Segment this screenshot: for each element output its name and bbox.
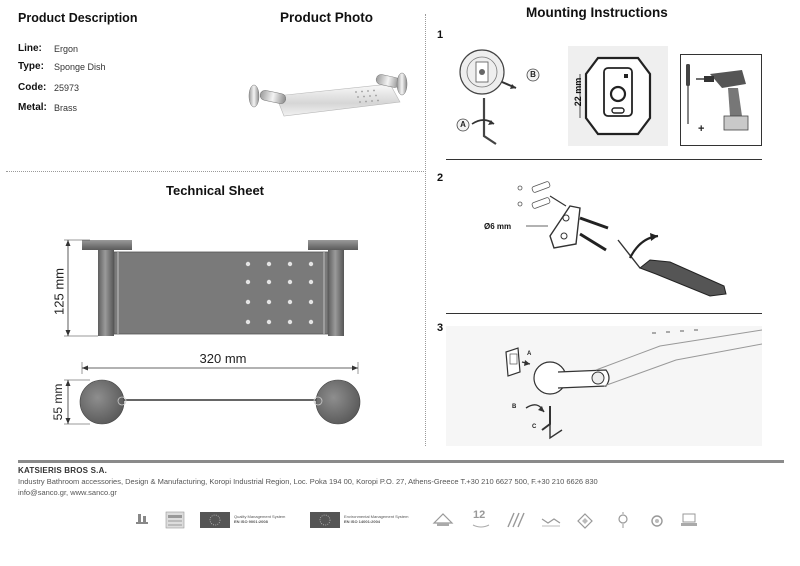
step3-label-c: C bbox=[532, 424, 537, 430]
step3-illustration bbox=[446, 326, 762, 446]
step-number: 2 bbox=[437, 172, 444, 184]
svg-text:+: + bbox=[698, 123, 704, 135]
dimension-height-label: 125 mm bbox=[51, 268, 67, 315]
bathroom-icon bbox=[681, 513, 697, 526]
recycle-icon bbox=[651, 515, 663, 527]
product-photo bbox=[248, 72, 408, 117]
brand-house-icon bbox=[432, 513, 454, 526]
product-description-heading: Product Description bbox=[18, 11, 138, 25]
dimension-depth-label: 55 mm bbox=[51, 383, 65, 421]
guarantee-years: 12 bbox=[473, 509, 486, 521]
made-in-greece-icon bbox=[136, 514, 148, 524]
label-a-badge bbox=[456, 118, 470, 132]
slash-lines-icon bbox=[507, 512, 525, 528]
technical-drawing bbox=[64, 239, 361, 425]
product-photo-heading: Product Photo bbox=[280, 10, 373, 25]
tools-drawing: + bbox=[680, 54, 762, 146]
step-divider bbox=[446, 313, 762, 314]
label-b: B bbox=[530, 70, 536, 79]
step2-illustration bbox=[517, 181, 727, 297]
step3-label-b: B bbox=[512, 404, 517, 410]
quality-cert-line1: Quality Management System bbox=[234, 514, 286, 519]
diamond-icon bbox=[577, 513, 593, 529]
step-divider bbox=[446, 159, 762, 160]
bracket-dimension-label: 22 mm bbox=[573, 77, 583, 107]
label-b-badge bbox=[526, 68, 540, 82]
wall-bracket-drawing bbox=[568, 46, 668, 146]
sun-icon bbox=[618, 512, 628, 528]
guarantee-badge-icon bbox=[472, 524, 490, 528]
company-address: Industry Bathroom accessories, Design & … bbox=[18, 477, 598, 486]
company-name: KATSIERIS BROS S.A. bbox=[18, 466, 107, 475]
spec-value: Sponge Dish bbox=[54, 62, 106, 72]
water-wave-icon bbox=[541, 518, 561, 527]
spec-value: Ergon bbox=[54, 44, 79, 54]
quality-seal-icon bbox=[165, 511, 185, 529]
spec-value: Brass bbox=[54, 103, 78, 113]
column-divider bbox=[425, 14, 426, 446]
section-divider bbox=[6, 171, 424, 172]
env-cert-line1: Environmental Management System bbox=[344, 514, 409, 519]
mounting-instructions-heading: Mounting Instructions bbox=[526, 5, 668, 20]
step-number: 3 bbox=[437, 322, 444, 334]
spec-label: Code: bbox=[18, 82, 47, 93]
dimension-width-label: 320 mm bbox=[199, 351, 247, 366]
spec-label: Metal: bbox=[18, 102, 47, 113]
company-contact: info@sanco.gr, www.sanco.gr bbox=[18, 488, 117, 497]
quality-cert-line2: EN ISO 9001:2008 bbox=[234, 519, 268, 524]
spec-label: Type: bbox=[18, 61, 44, 72]
step3-label-a: A bbox=[527, 351, 532, 357]
environmental-cert-logo bbox=[310, 512, 340, 528]
spec-value: 25973 bbox=[54, 83, 80, 93]
step-number: 1 bbox=[437, 29, 444, 41]
technical-sheet-heading: Technical Sheet bbox=[166, 183, 265, 198]
quality-cert-logo bbox=[200, 512, 230, 528]
env-cert-line2: EN ISO 14001:2004 bbox=[344, 519, 381, 524]
spec-label: Line: bbox=[18, 43, 42, 54]
step1-illustration bbox=[459, 49, 517, 145]
footer-divider bbox=[18, 460, 784, 463]
drill-size-label: Ø6 mm bbox=[484, 222, 512, 231]
label-a: A bbox=[460, 120, 466, 129]
